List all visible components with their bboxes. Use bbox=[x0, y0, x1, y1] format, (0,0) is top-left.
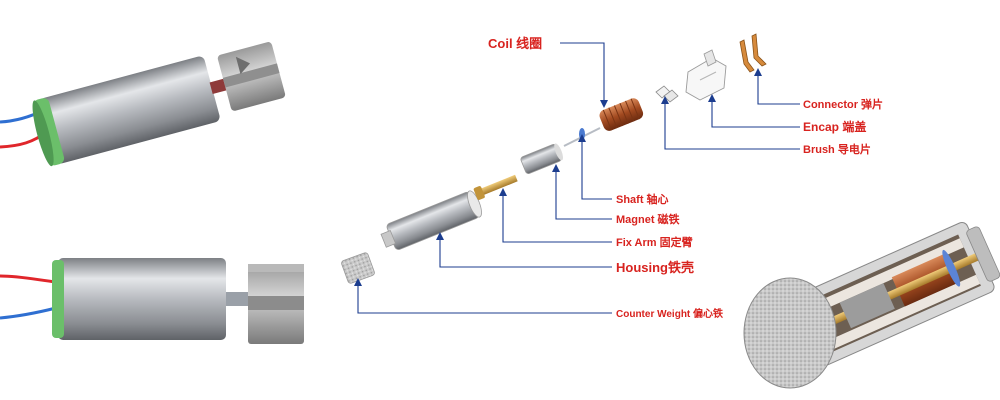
leader-counter-weight bbox=[357, 286, 612, 314]
motor-shaft bbox=[226, 292, 250, 306]
leader-fix-arm bbox=[502, 196, 612, 243]
end-cap-green bbox=[52, 260, 64, 338]
leader-connector bbox=[757, 76, 800, 105]
motor-photo-bottom bbox=[0, 258, 304, 344]
leader-coil bbox=[560, 42, 605, 100]
leader-brush bbox=[664, 104, 800, 150]
label-magnet: Magnet 磁铁 bbox=[616, 212, 680, 226]
label-coil: Coil 线圈 bbox=[488, 36, 542, 51]
label-fix-arm: Fix Arm 固定臂 bbox=[616, 235, 693, 249]
red-wire bbox=[0, 274, 57, 284]
leader-lines bbox=[357, 42, 800, 314]
leader-shaft bbox=[581, 142, 612, 200]
leader-magnet bbox=[555, 172, 612, 220]
part-magnet bbox=[520, 143, 563, 174]
blue-wire bbox=[0, 306, 57, 320]
cutaway-counter-weight bbox=[743, 277, 837, 389]
leader-encap bbox=[711, 102, 800, 128]
label-shaft: Shaft 轴心 bbox=[616, 192, 669, 206]
leader-arrowheads bbox=[354, 68, 762, 286]
motor-body bbox=[58, 258, 226, 340]
label-counter-weight: Counter Weight 偏心铁 bbox=[616, 307, 723, 320]
label-housing: Housing铁壳 bbox=[616, 260, 694, 275]
part-connector bbox=[739, 33, 767, 73]
part-brush bbox=[655, 85, 679, 103]
motor-body bbox=[40, 56, 220, 164]
part-encap bbox=[685, 49, 727, 101]
part-fix-arm bbox=[473, 174, 518, 200]
part-coil bbox=[599, 98, 644, 131]
label-connector: Connector 弹片 bbox=[803, 97, 883, 111]
label-encap: Encap 端盖 bbox=[803, 119, 866, 134]
part-housing bbox=[380, 190, 482, 250]
motor-photo-top bbox=[0, 42, 286, 167]
leader-housing bbox=[439, 240, 612, 268]
part-labels: Coil 线圈 Connector 弹片 Encap 端盖 Brush 导电片 … bbox=[488, 36, 883, 320]
part-counter-weight bbox=[341, 252, 375, 284]
label-brush: Brush 导电片 bbox=[803, 142, 871, 156]
exploded-view bbox=[341, 33, 1000, 389]
cutaway-motor bbox=[792, 221, 1000, 366]
